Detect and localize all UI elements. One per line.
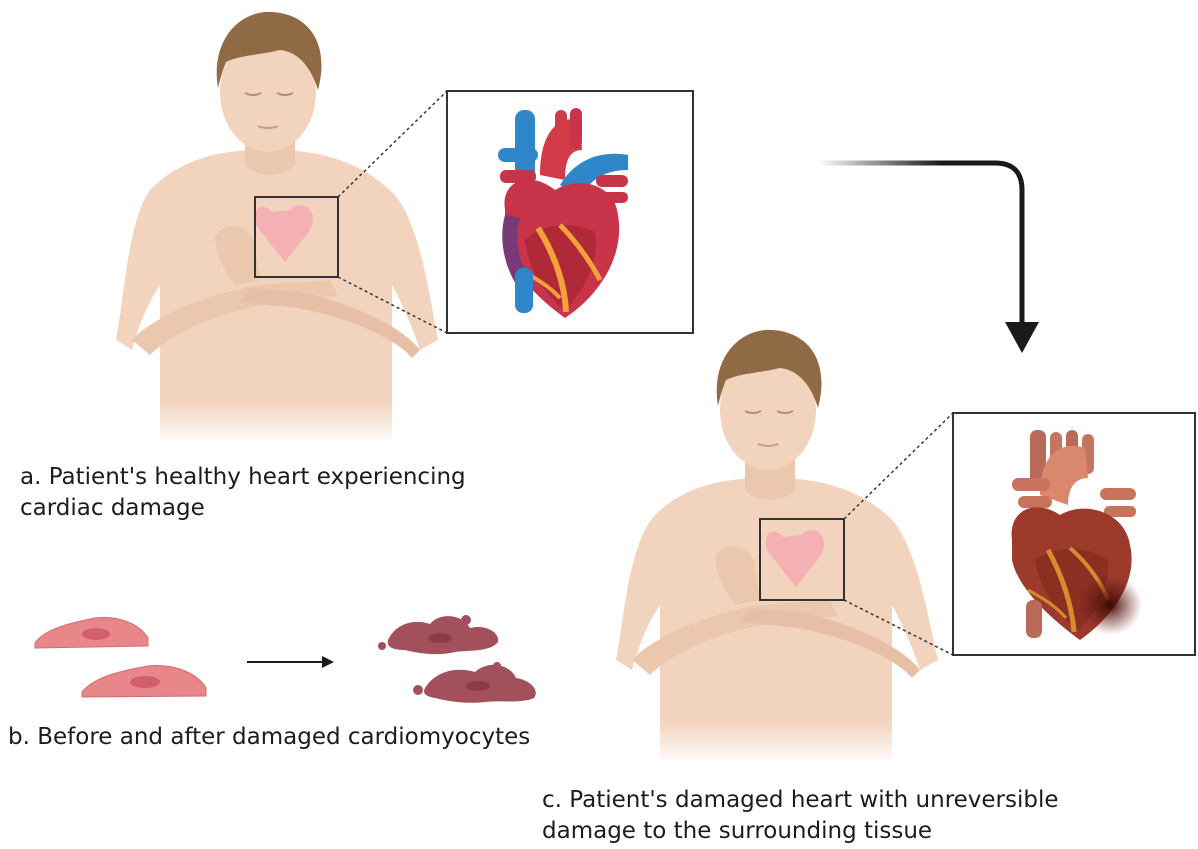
infarct-region [1078, 575, 1142, 635]
caption-a: a. Patient's healthy heart experiencing … [20, 462, 466, 524]
patient-figure-healthy [116, 12, 447, 445]
patient-figure-damaged [616, 330, 953, 765]
caption-c-line-1: c. Patient's damaged heart with unrevers… [542, 785, 1059, 816]
caption-b: b. Before and after damaged cardiomyocyt… [8, 722, 530, 753]
caption-c-line-2: damage to the surrounding tissue [542, 816, 1059, 847]
cardiomyocytes-before [35, 617, 206, 697]
caption-b-line-1: b. Before and after damaged cardiomyocyt… [8, 722, 530, 753]
cell-transition-arrow [247, 656, 334, 668]
caption-a-line-1: a. Patient's healthy heart experiencing [20, 462, 466, 493]
caption-c: c. Patient's damaged heart with unrevers… [542, 785, 1059, 847]
progression-arrow [818, 163, 1039, 353]
cardiomyocytes-after [378, 615, 536, 703]
caption-a-line-2: cardiac damage [20, 493, 466, 524]
damaged-heart-zoom [953, 413, 1195, 655]
healthy-heart-zoom [447, 91, 693, 333]
